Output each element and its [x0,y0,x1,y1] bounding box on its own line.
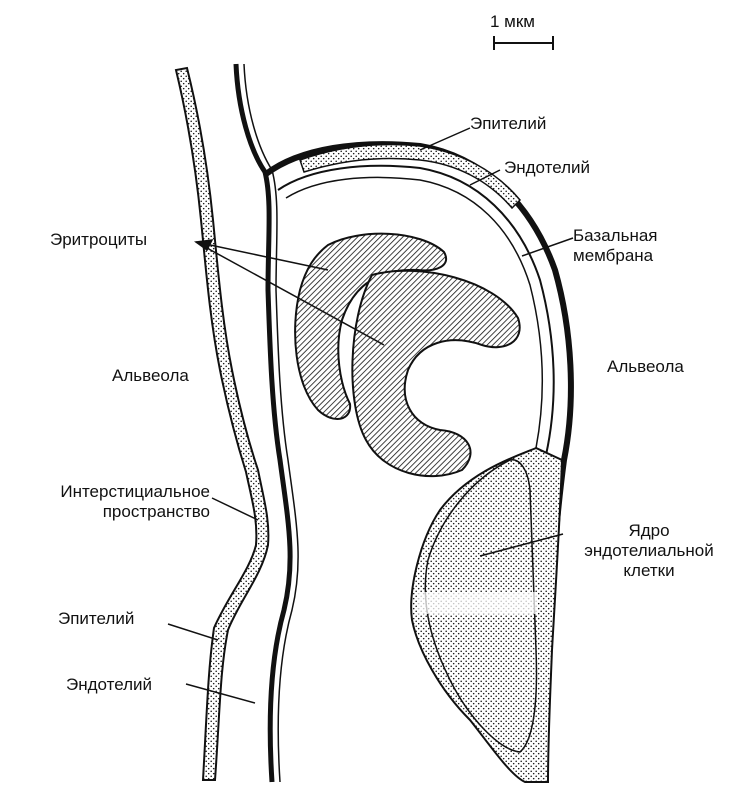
endothelium-top-label: Эндотелий [504,158,590,178]
basal-membrane-label: Базальная мембрана [573,226,658,266]
left-epithelium-wall [176,68,268,780]
nucleus-label-line2: эндотелиальной [568,541,730,561]
interstitial-label-line1: Интерстициальное [14,482,210,502]
erythrocyte-lower [352,271,519,476]
endothelium-bottom-label: Эндотелий [66,675,152,695]
nucleus-label-line1: Ядро [568,521,730,541]
basal-membrane-label-line1: Базальная [573,226,658,246]
alveola-left-label: Альвеола [112,366,189,386]
interstitial-label: Интерстициальное пространство [14,482,210,522]
epithelium-top-label: Эпителий [470,114,546,134]
nucleus-label-line3: клетки [568,561,730,581]
alveola-right-label: Альвеола [607,357,684,377]
erythrocytes-label: Эритроциты [50,230,147,250]
nucleus-pale-band [418,592,538,614]
basal-membrane-label-line2: мембрана [573,246,658,266]
interstitial-label-line2: пространство [14,502,210,522]
nucleus-label: Ядро эндотелиальной клетки [568,521,730,581]
scale-bar [494,36,553,50]
epithelium-bottom-label: Эпителий [58,609,134,629]
scale-bar-label: 1 мкм [490,12,535,32]
